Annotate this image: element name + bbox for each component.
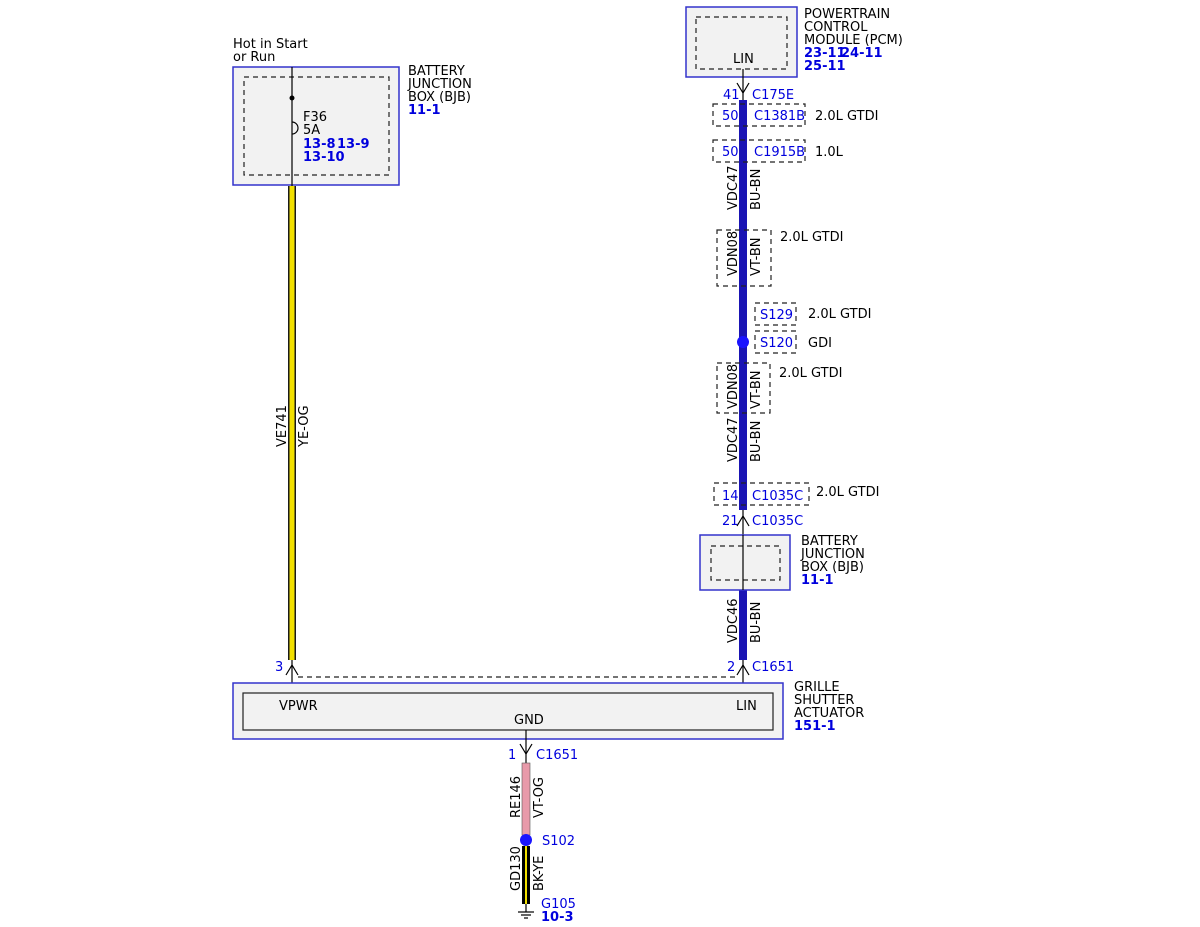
bjb-left-name-3: BOX (BJB): [408, 90, 471, 105]
fuse-id: F36: [303, 110, 327, 125]
wire5-id: VDC46: [726, 598, 741, 643]
wire3-color: VT-BN: [749, 370, 764, 409]
wire-vdc46: [739, 590, 747, 660]
wire4-color: BU-BN: [749, 421, 764, 462]
c1035c-note: 2.0L GTDI: [816, 485, 879, 500]
c1381b-box: [712, 103, 806, 127]
s129-label: S129: [760, 308, 793, 323]
c1915b-box: [712, 139, 806, 163]
wire-ve741-id: VE741: [275, 405, 290, 447]
c1035c-conn: C1035C: [752, 489, 803, 504]
c1035c2-conn: C1035C: [752, 514, 803, 529]
pcm-out-conn: C175E: [752, 88, 794, 103]
fuse-rating: 5A: [303, 123, 320, 138]
wire2-color: VT-BN: [749, 237, 764, 276]
s129-box: [754, 302, 797, 326]
s120-splice-dot: [737, 336, 749, 348]
wire-ve741-color: YE-OG: [297, 405, 312, 448]
wire-gd130-id: GD130: [509, 846, 524, 891]
c1035c-connector-icon: [736, 514, 750, 527]
gnd-id: G105: [541, 897, 576, 912]
fuse-ref-2[interactable]: 13-9: [337, 137, 370, 152]
bjb-right-ref[interactable]: 11-1: [801, 573, 834, 588]
wire3-note: 2.0L GTDI: [779, 366, 842, 381]
c1035c2-pin: 21: [722, 514, 739, 529]
bjb-right-name-1: BATTERY: [801, 534, 858, 549]
bjb-right-name-2: JUNCTION: [800, 547, 865, 562]
wire-ve741: [289, 186, 295, 660]
wire1-color: BU-BN: [749, 169, 764, 210]
bjb-left-name-1: BATTERY: [408, 64, 465, 79]
vdn08-box-1: [716, 229, 772, 287]
gnd-ref[interactable]: 10-3: [541, 910, 574, 925]
actuator-lin: LIN: [736, 699, 757, 714]
fuse-ref-3[interactable]: 13-10: [303, 150, 345, 165]
c1915b-conn: C1915B: [754, 145, 805, 160]
pcm-inner: [695, 16, 788, 70]
bjb-right-name-3: BOX (BJB): [801, 560, 864, 575]
pcm-name-3: MODULE (PCM): [804, 33, 903, 48]
hot-label-1: Hot in Start: [233, 37, 308, 52]
pcm-name-2: CONTROL: [804, 20, 868, 35]
pcm-box: [685, 6, 798, 78]
bjb-left-inner: [243, 76, 390, 176]
actuator-name-2: SHUTTER: [794, 693, 854, 708]
bjb-left-box: [232, 66, 400, 186]
c1035c-box: [713, 482, 810, 506]
c1381b-conn: C1381B: [754, 109, 805, 124]
pin-2-label: 2: [727, 660, 735, 675]
bjb-right-box: [699, 534, 791, 591]
wire5-color: BU-BN: [749, 602, 764, 643]
gnd-conn: C1651: [536, 748, 578, 763]
actuator-vpwr: VPWR: [279, 699, 318, 714]
pcm-connector-icon: [736, 82, 750, 95]
bjb-right-inner: [710, 545, 781, 581]
actuator-name-1: GRILLE: [794, 680, 840, 695]
wire-vdc47: [739, 100, 747, 510]
c1035c-pin: 14: [722, 489, 739, 504]
c1381b-pin: 50: [722, 109, 739, 124]
s129-note: 2.0L GTDI: [808, 307, 871, 322]
s102-splice-dot: [520, 834, 532, 846]
actuator-gnd: GND: [514, 713, 544, 728]
wire-re146-id: RE146: [509, 776, 524, 818]
gnd-pin: 1: [508, 748, 516, 763]
pin-2-conn: C1651: [752, 660, 794, 675]
pcm-ref-1[interactable]: 23-11: [804, 46, 846, 61]
wire1-id: VDC47: [726, 165, 741, 210]
wire4-id: VDC47: [726, 417, 741, 462]
wire-gd130-color: BK-YE: [532, 856, 547, 891]
fuse-icon: [291, 121, 299, 135]
fuse-ref-1[interactable]: 13-8: [303, 137, 336, 152]
pin-3-label: 3: [275, 660, 283, 675]
c1915b-pin: 50: [722, 145, 739, 160]
s120-box: [754, 330, 797, 354]
fuse-node: [289, 95, 295, 101]
actuator-ref[interactable]: 151-1: [794, 719, 836, 734]
vdn08-box-2: [716, 362, 771, 414]
wire3-id: VDN08: [726, 364, 741, 409]
pcm-ref-3[interactable]: 25-11: [804, 59, 846, 74]
actuator-inner: [242, 692, 774, 731]
pcm-out-pin: 41: [723, 88, 740, 103]
s120-label: S120: [760, 336, 793, 351]
pcm-lin-label: LIN: [733, 52, 754, 67]
gnd-connector-icon: [519, 743, 533, 756]
wire2-note: 2.0L GTDI: [780, 230, 843, 245]
s120-note: GDI: [808, 336, 832, 351]
pcm-name-1: POWERTRAIN: [804, 7, 890, 22]
hot-label-2: or Run: [233, 50, 275, 65]
wire-re146-color: VT-OG: [532, 777, 547, 818]
bjb-left-name-2: JUNCTION: [407, 77, 472, 92]
wire-gd130-stripe: [525, 846, 527, 904]
bjb-left-ref[interactable]: 11-1: [408, 103, 441, 118]
s102-label: S102: [542, 834, 575, 849]
wire2-id: VDN08: [726, 231, 741, 276]
c1915b-note: 1.0L: [815, 145, 844, 160]
pcm-ref-2[interactable]: 24-11: [841, 46, 883, 61]
c1381b-note: 2.0L GTDI: [815, 109, 878, 124]
actuator-name-3: ACTUATOR: [794, 706, 864, 721]
